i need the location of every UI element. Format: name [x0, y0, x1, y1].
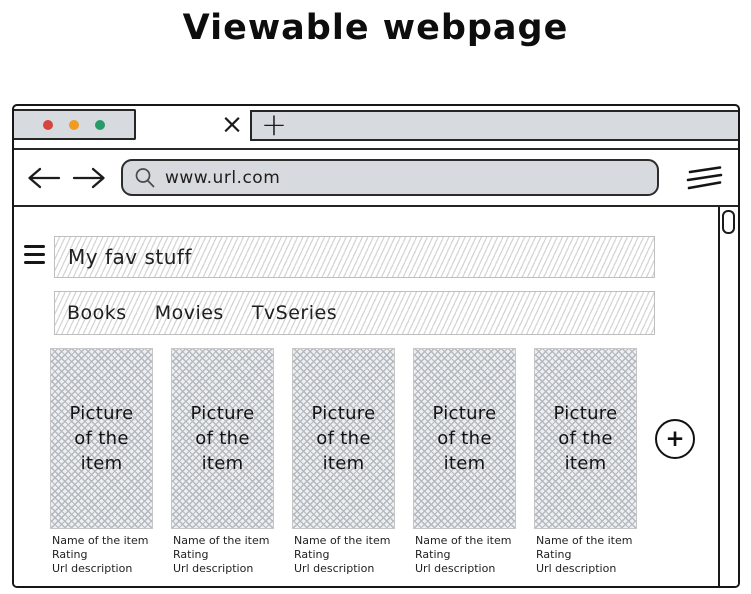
item-url-description: Url description — [294, 562, 375, 576]
nav-item-movies[interactable]: Movies — [154, 302, 224, 324]
item-name: Name of the item — [294, 534, 391, 547]
plus-icon: + — [665, 426, 685, 452]
item-card[interactable]: Picture of the item Name of the item Rat… — [534, 348, 637, 576]
item-rating: Rating — [52, 548, 88, 562]
url-text: www.url.com — [165, 167, 281, 188]
menu-bar-line — [24, 245, 45, 248]
item-caption: Name of the item Rating Url description — [50, 534, 153, 576]
item-picture-placeholder[interactable]: Picture of the item — [171, 348, 274, 529]
item-caption: Name of the item Rating Url description — [534, 534, 637, 576]
item-picture-placeholder[interactable]: Picture of the item — [534, 348, 637, 529]
browser-menu-icon[interactable] — [682, 163, 724, 193]
new-tab-plus-icon: + — [261, 107, 287, 143]
scrollbar-thumb[interactable] — [721, 210, 735, 234]
item-picture-placeholder[interactable]: Picture of the item — [292, 348, 395, 529]
item-url-description: Url description — [536, 562, 617, 576]
item-url-description: Url description — [52, 562, 133, 576]
item-name: Name of the item — [52, 534, 149, 547]
browser-window: × + www.url.com — [12, 104, 740, 588]
item-picture-placeholder[interactable]: Picture of the item — [413, 348, 516, 529]
url-input[interactable]: www.url.com — [121, 159, 659, 196]
item-name: Name of the item — [536, 534, 633, 547]
site-menu-icon[interactable] — [24, 245, 45, 270]
menu-bar-line — [24, 261, 45, 264]
close-window-dot[interactable] — [43, 119, 53, 130]
item-rating: Rating — [536, 548, 572, 562]
tab-strip: × + — [14, 106, 738, 150]
items-row: Picture of the item Name of the item Rat… — [50, 348, 637, 576]
add-item-button[interactable]: + — [655, 419, 695, 459]
item-picture-placeholder[interactable]: Picture of the item — [50, 348, 153, 529]
item-url-description: Url description — [415, 562, 496, 576]
minimize-window-dot[interactable] — [69, 119, 79, 130]
back-arrow-icon[interactable] — [26, 165, 62, 191]
search-icon — [135, 167, 155, 187]
item-card[interactable]: Picture of the item Name of the item Rat… — [171, 348, 274, 576]
nav-item-books[interactable]: Books — [67, 302, 127, 324]
item-name: Name of the item — [173, 534, 270, 547]
navigation-bar: www.url.com — [14, 150, 738, 207]
item-caption: Name of the item Rating Url description — [413, 534, 516, 576]
item-name: Name of the item — [415, 534, 512, 547]
site-header-bar: My fav stuff — [54, 236, 655, 278]
item-card[interactable]: Picture of the item Name of the item Rat… — [50, 348, 153, 576]
site-header-label: My fav stuff — [68, 245, 192, 269]
nav-item-tvseries[interactable]: TvSeries — [251, 302, 338, 324]
forward-arrow-icon[interactable] — [71, 165, 107, 191]
item-caption: Name of the item Rating Url description — [171, 534, 274, 576]
page-title: Viewable webpage — [182, 8, 569, 48]
scrollbar-track[interactable] — [718, 207, 738, 586]
item-rating: Rating — [173, 548, 209, 562]
item-url-description: Url description — [173, 562, 254, 576]
item-rating: Rating — [415, 548, 451, 562]
category-nav-bar: Books Movies TvSeries — [54, 291, 655, 335]
page-content: My fav stuff Books Movies TvSeries Pictu… — [14, 207, 738, 586]
item-card[interactable]: Picture of the item Name of the item Rat… — [413, 348, 516, 576]
window-controls — [14, 109, 136, 140]
new-tab-button[interactable]: + — [250, 107, 738, 143]
item-rating: Rating — [294, 548, 330, 562]
item-card[interactable]: Picture of the item Name of the item Rat… — [292, 348, 395, 576]
maximize-window-dot[interactable] — [95, 119, 105, 130]
close-tab-icon[interactable]: × — [220, 109, 244, 140]
item-caption: Name of the item Rating Url description — [292, 534, 395, 576]
menu-bar-line — [24, 253, 45, 256]
